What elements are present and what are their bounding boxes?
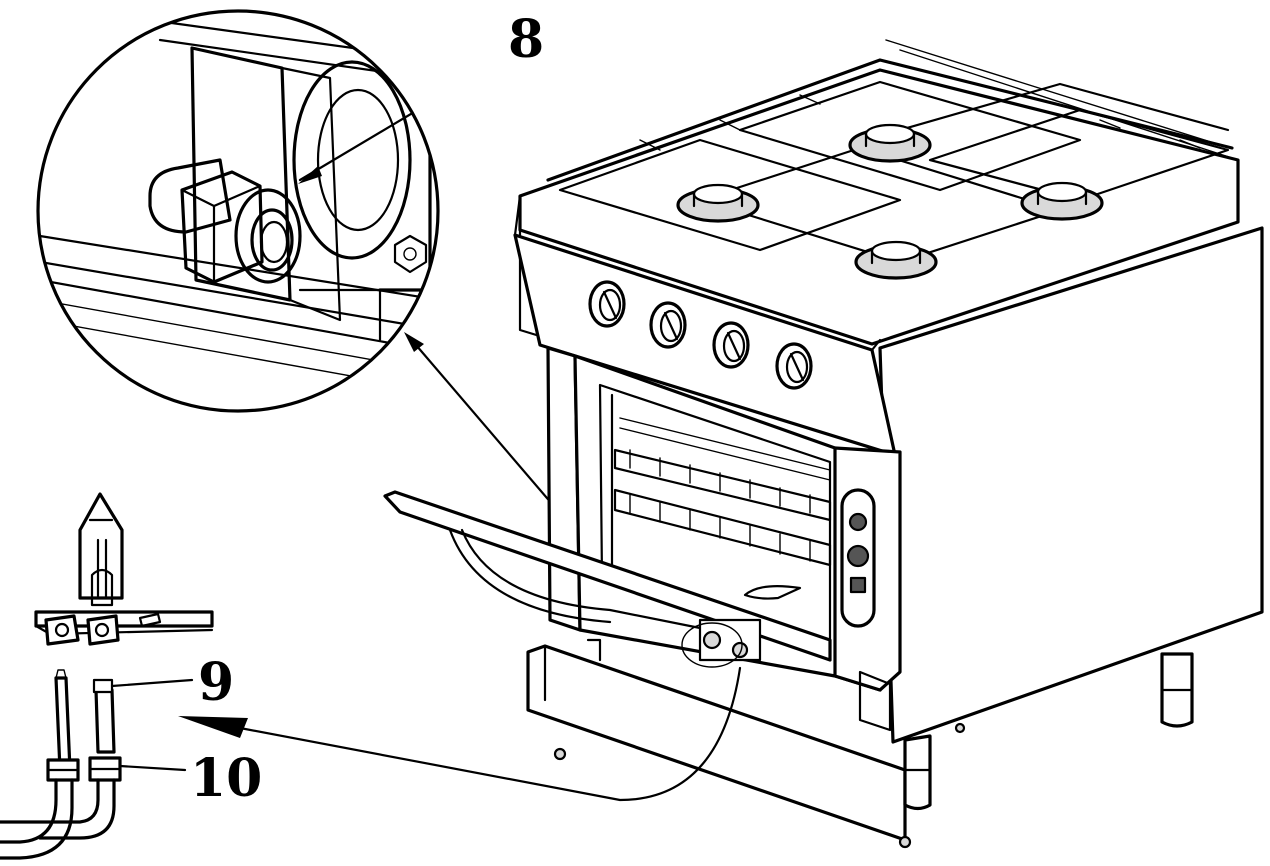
- assembly-arrow-line: [238, 666, 742, 802]
- burner-front-left: [676, 183, 760, 223]
- burner-right: [1020, 181, 1104, 221]
- burner-grates: [546, 39, 1234, 264]
- knob-3: [712, 321, 750, 369]
- knob-1: [588, 280, 626, 328]
- assembly-arrowhead: [178, 716, 248, 738]
- burners: [676, 123, 1104, 280]
- leader-9: [110, 678, 194, 688]
- oven-racks: [613, 417, 832, 567]
- legs: [553, 652, 1194, 849]
- callout-9: 9: [198, 652, 234, 713]
- burner-back-center: [848, 123, 932, 163]
- oven-pilot-fitting: [681, 618, 762, 668]
- oven-door: [383, 490, 832, 662]
- leader-10: [118, 764, 187, 772]
- knob-4: [775, 342, 813, 390]
- oven-spoon: [743, 585, 802, 600]
- control-knobs: [588, 280, 813, 390]
- zoom-leader-arrow: [404, 332, 424, 352]
- zoom-detail-circle: [36, 9, 440, 413]
- callout-10: 10: [190, 748, 262, 809]
- knob-2: [649, 301, 687, 349]
- part-9-tip: [92, 678, 114, 694]
- pilot-assembly: [0, 492, 214, 860]
- burner-front-center: [854, 240, 938, 280]
- callout-8: 8: [508, 9, 544, 70]
- gas-range: [383, 39, 1264, 849]
